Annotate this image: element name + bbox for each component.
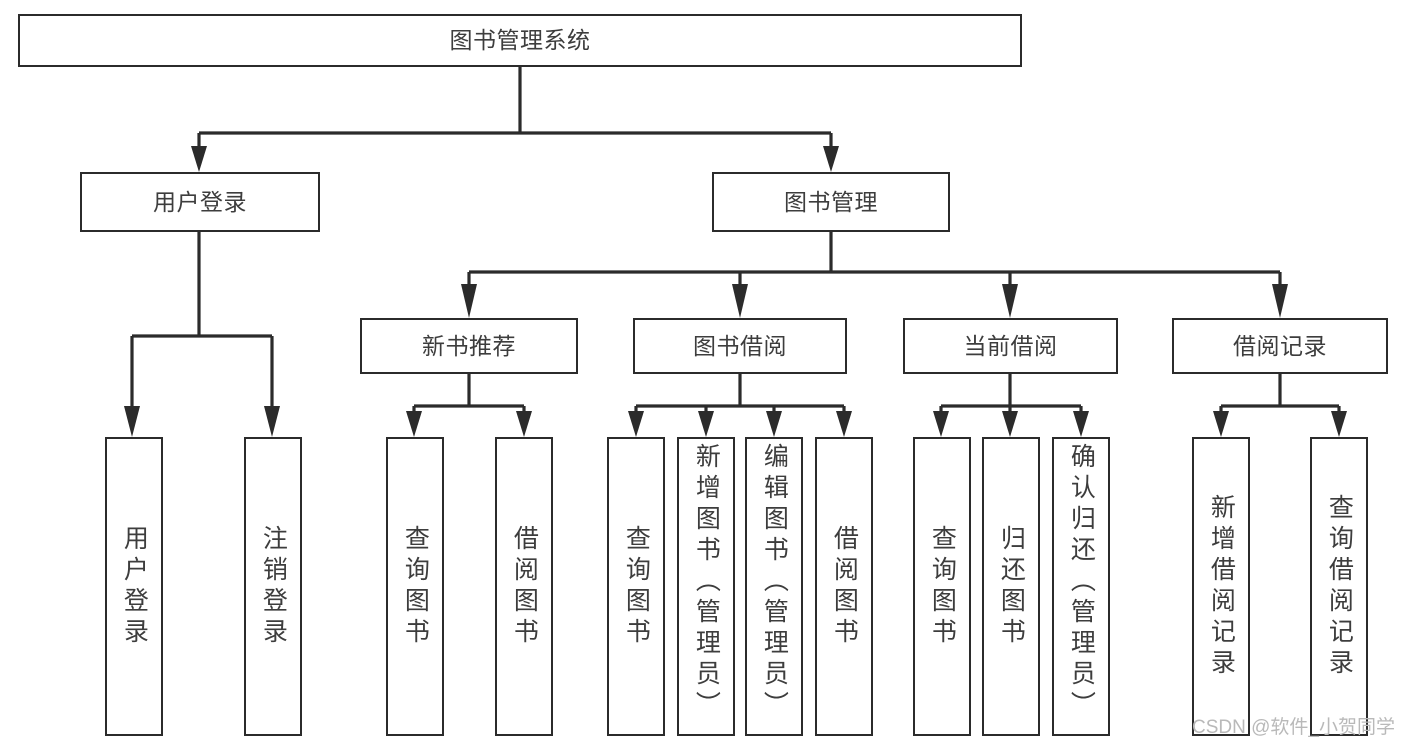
node-label: 归还图书 (997, 524, 1026, 649)
node-leaf-query-book-current[interactable]: 查询图书 (913, 437, 971, 736)
node-label: 图书借阅 (693, 332, 787, 359)
csdn-watermark: CSDN @软件_小贺同学 (1192, 717, 1395, 738)
node-label: 借阅图书 (830, 524, 859, 649)
node-leaf-edit-book[interactable]: 编辑图书（管理员） (745, 437, 803, 736)
node-label: 借阅图书 (510, 524, 539, 649)
node-label: 当前借阅 (963, 332, 1058, 359)
node-book-borrow[interactable]: 图书借阅 (633, 318, 847, 374)
node-label: 注销登录 (259, 524, 288, 649)
node-leaf-add-book[interactable]: 新增图书（管理员） (677, 437, 735, 736)
node-label: 新增图书（管理员） (692, 443, 721, 722)
node-book-management[interactable]: 图书管理 (712, 172, 950, 232)
node-leaf-add-borrow-record[interactable]: 新增借阅记录 (1192, 437, 1250, 736)
node-leaf-confirm-return[interactable]: 确认归还（管理员） (1052, 437, 1110, 736)
node-label: 确认归还（管理员） (1067, 443, 1096, 722)
node-leaf-query-book-recommend[interactable]: 查询图书 (386, 437, 444, 736)
node-label: 查询借阅记录 (1325, 493, 1354, 680)
node-leaf-borrow-book[interactable]: 借阅图书 (815, 437, 873, 736)
node-label: 用户登录 (120, 524, 149, 649)
node-leaf-borrow-book-recommend[interactable]: 借阅图书 (495, 437, 553, 736)
node-current-borrow[interactable]: 当前借阅 (903, 318, 1118, 374)
node-leaf-return-book[interactable]: 归还图书 (982, 437, 1040, 736)
node-leaf-logout-login[interactable]: 注销登录 (244, 437, 302, 736)
node-label: 查询图书 (928, 524, 957, 649)
node-leaf-query-borrow-record[interactable]: 查询借阅记录 (1310, 437, 1368, 736)
node-leaf-user-login[interactable]: 用户登录 (105, 437, 163, 736)
node-label: 新增借阅记录 (1207, 493, 1236, 680)
node-label: 图书管理 (784, 188, 878, 215)
node-borrow-record[interactable]: 借阅记录 (1172, 318, 1388, 374)
node-label: 新书推荐 (422, 332, 516, 359)
node-label: 编辑图书（管理员） (760, 443, 789, 722)
node-leaf-query-book-borrow[interactable]: 查询图书 (607, 437, 665, 736)
node-new-book-recommend[interactable]: 新书推荐 (360, 318, 578, 374)
node-label: 借阅记录 (1233, 332, 1327, 359)
node-label: 图书管理系统 (449, 27, 591, 54)
node-user-login[interactable]: 用户登录 (80, 172, 320, 232)
node-label: 用户登录 (153, 188, 247, 215)
node-label: 查询图书 (401, 524, 430, 649)
node-label: 查询图书 (622, 524, 651, 649)
node-root-system[interactable]: 图书管理系统 (18, 14, 1022, 67)
